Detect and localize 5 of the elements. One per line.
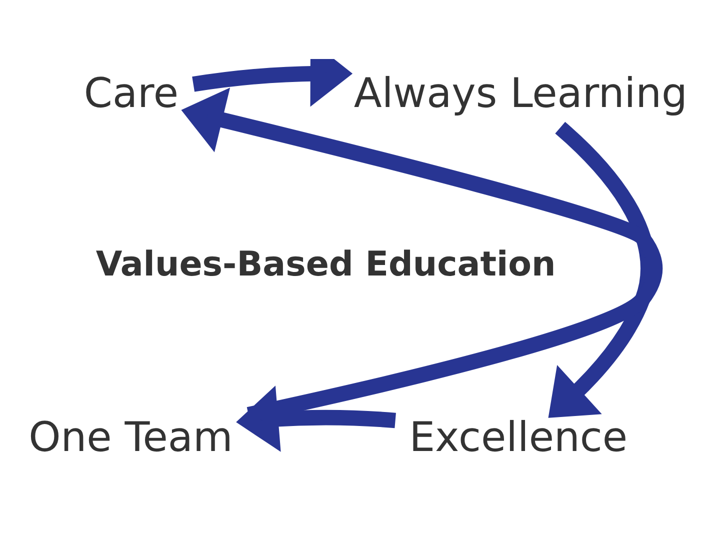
node-text: Always Learning [354,68,688,117]
node-text: One Team [28,412,233,461]
node-text: Values-Based Education [96,244,556,284]
node-text: Care [84,68,179,117]
node-text: Excellence [409,412,628,461]
